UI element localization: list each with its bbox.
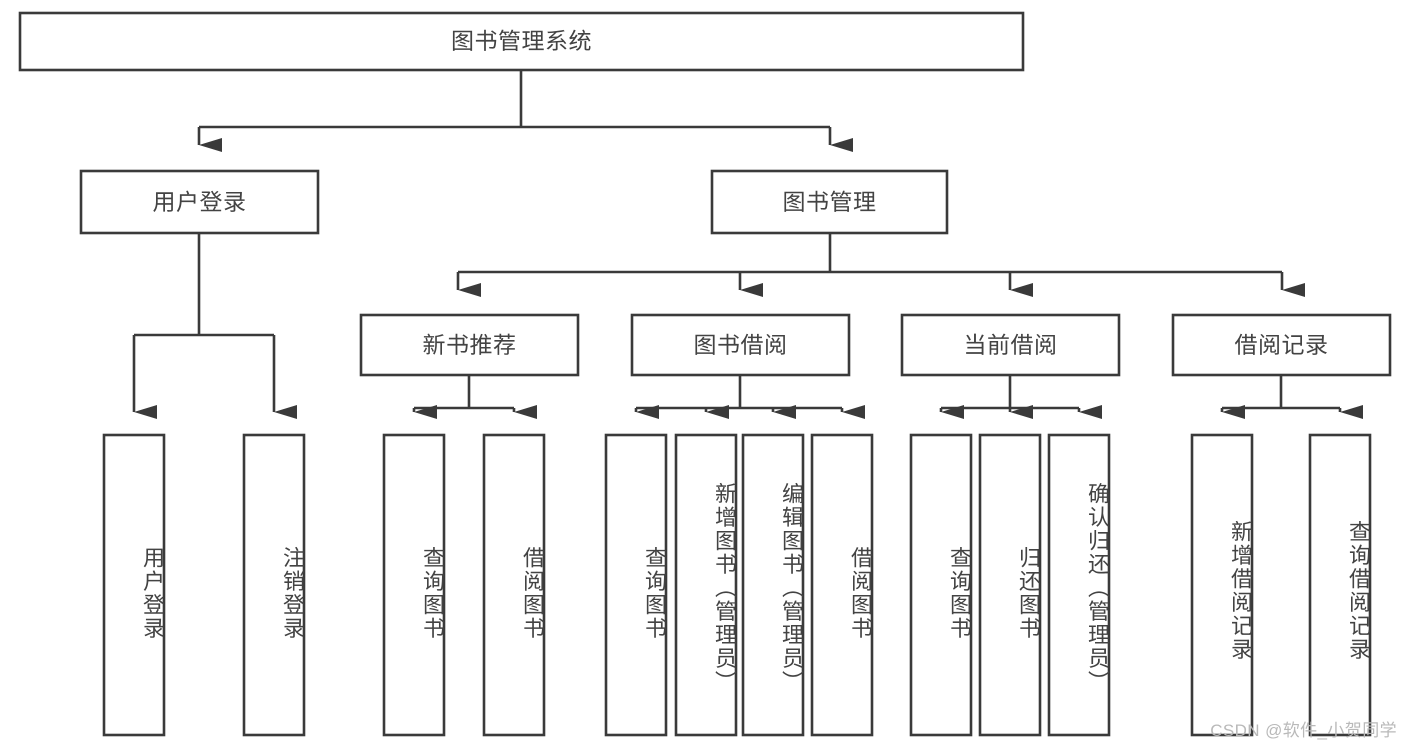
node-current-box[interactable] (900, 313, 1121, 377)
node-login-box[interactable] (79, 169, 320, 235)
node-leaf-5-box[interactable] (604, 433, 668, 737)
node-borrow-box[interactable] (630, 313, 851, 377)
node-newbook-box[interactable] (359, 313, 580, 377)
node-leaf-7-box[interactable] (741, 433, 805, 737)
connector-records-to-leaves (1220, 375, 1363, 419)
connector-newbook-to-leaves (412, 375, 537, 419)
node-root-box[interactable] (18, 11, 1025, 72)
connector-borrow-to-leaves (634, 375, 865, 419)
connector-bookmgmt-to-level3 (456, 233, 1305, 297)
node-leaf-8-box[interactable] (810, 433, 874, 737)
node-leaf-2-box[interactable] (242, 433, 306, 737)
node-leaf-9-box[interactable] (909, 433, 973, 737)
node-leaf-13-box[interactable] (1308, 433, 1372, 737)
connector-current-to-leaves (939, 375, 1102, 419)
connector-root-to-level2 (197, 70, 853, 152)
node-leaf-3-box[interactable] (382, 433, 446, 737)
node-leaf-10-box[interactable] (978, 433, 1042, 737)
connector-login-to-leaves (132, 233, 297, 419)
node-leaf-6-box[interactable] (674, 433, 738, 737)
node-leaf-12-box[interactable] (1190, 433, 1254, 737)
node-leaf-11-box[interactable] (1047, 433, 1111, 737)
node-records-box[interactable] (1171, 313, 1392, 377)
node-leaf-1-box[interactable] (102, 433, 166, 737)
node-leaf-4-box[interactable] (482, 433, 546, 737)
node-bookmgmt-box[interactable] (710, 169, 949, 235)
